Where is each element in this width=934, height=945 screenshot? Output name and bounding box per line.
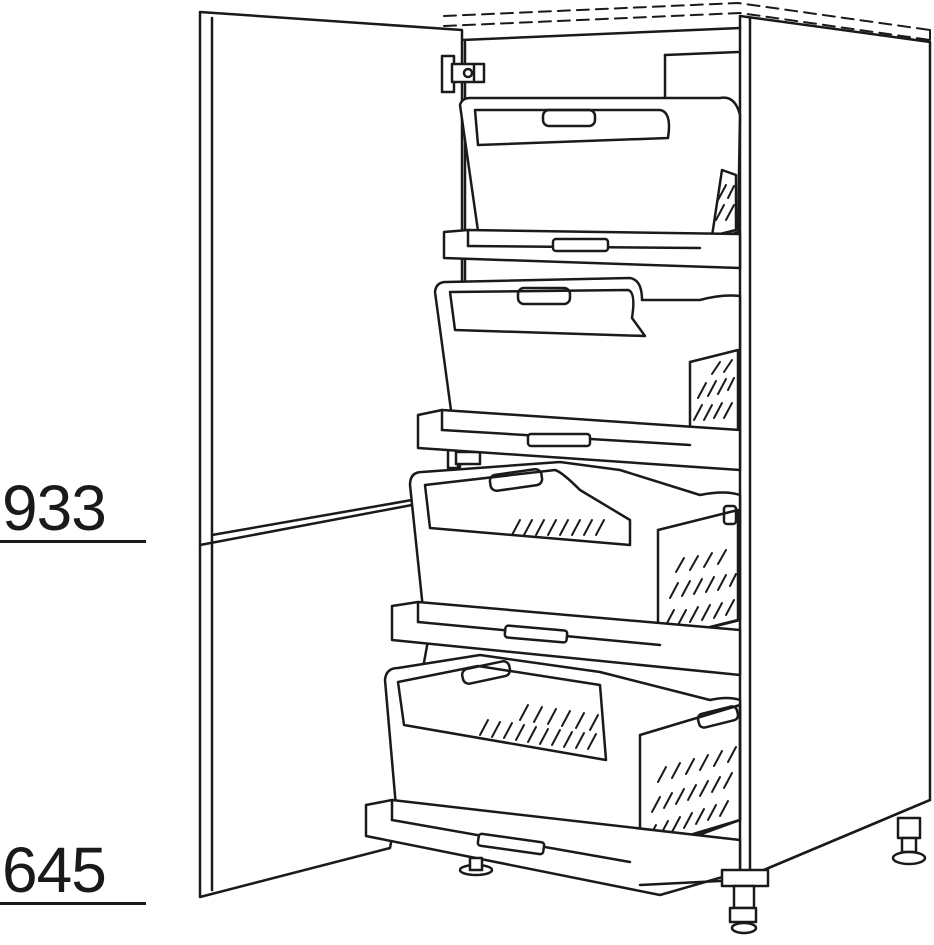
top-outline-dashed bbox=[443, 2, 931, 41]
dimension-label-upper: 933 bbox=[2, 472, 107, 544]
drawer-3 bbox=[390, 460, 742, 677]
basket-2 bbox=[433, 276, 742, 447]
drawer-1 bbox=[442, 96, 742, 270]
basket-4-handle-slot bbox=[460, 660, 512, 685]
hinge-icon bbox=[446, 446, 482, 470]
tray-1-handle bbox=[551, 237, 610, 253]
leg-back-right bbox=[891, 816, 927, 866]
tray-4-handle bbox=[476, 832, 546, 856]
drawer-2 bbox=[416, 276, 742, 472]
tray-3-handle bbox=[503, 624, 569, 644]
basket-1-handle-slot bbox=[541, 108, 597, 128]
dimension-label-lower: 645 bbox=[2, 834, 107, 906]
leg-front-left bbox=[458, 856, 494, 877]
tray-2-handle bbox=[526, 432, 592, 448]
drawer-4 bbox=[364, 653, 742, 897]
basket-1 bbox=[458, 96, 742, 247]
dimension-underline-lower bbox=[0, 902, 146, 905]
basket-2-handle-slot bbox=[516, 286, 572, 306]
basket-3-handle-slot bbox=[488, 467, 544, 493]
hinge-icon bbox=[440, 54, 486, 94]
leg-front-right bbox=[720, 868, 770, 935]
cabinet-side-panel bbox=[738, 14, 932, 882]
dimension-underline-upper bbox=[0, 540, 146, 543]
